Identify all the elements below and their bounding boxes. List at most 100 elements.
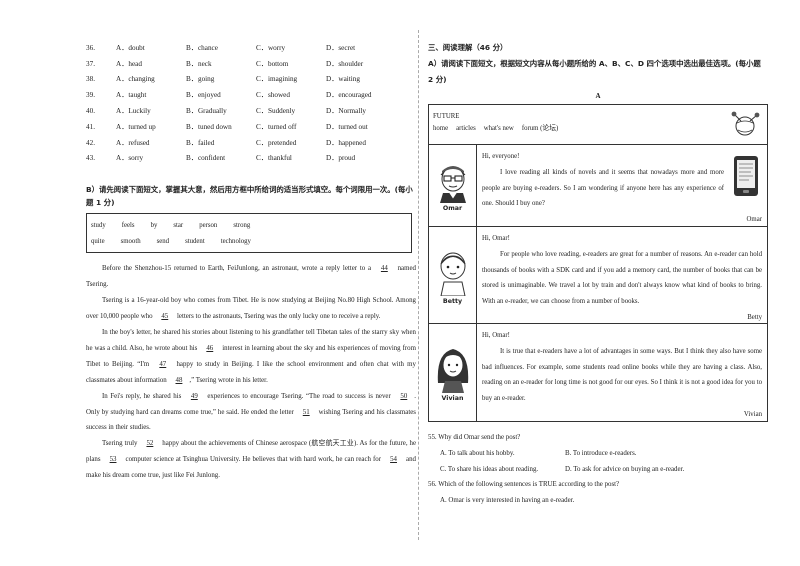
option-c[interactable]: C．turned off [256, 122, 297, 131]
answer-option[interactable]: A. Omar is very interested in having an … [440, 497, 575, 505]
option-b[interactable]: B．neck [186, 59, 212, 68]
answer-row: A. To talk about his hobby. B. To introdu… [428, 446, 768, 462]
blank-44[interactable]: 44 [380, 265, 388, 273]
post-signature: Vivian [743, 410, 762, 418]
blank-49[interactable]: 49 [190, 392, 198, 400]
option-row: 42. A．refused B．failed C．pretended D．happene… [86, 135, 416, 151]
question-number: 36. [86, 43, 95, 52]
forum-nav-link[interactable]: home [433, 125, 449, 132]
option-c[interactable]: C．bottom [256, 59, 289, 68]
option-c[interactable]: C．showed [256, 91, 290, 100]
text: In Fei's reply, he shared his [102, 392, 182, 400]
option-d[interactable]: D．waiting [326, 75, 360, 84]
option-c[interactable]: C．worry [256, 43, 286, 52]
girl-avatar-icon [439, 252, 466, 296]
option-b[interactable]: B．going [186, 75, 215, 84]
blank-54[interactable]: 54 [390, 456, 397, 464]
blank-45[interactable]: 45 [161, 313, 169, 321]
post-body: Hi, everyone! I love reading all kinds o… [477, 145, 767, 226]
post-betty: Betty Hi, Omar! For people who love read… [429, 227, 767, 324]
column-divider [418, 30, 419, 540]
option-row: 36. A．doubt B．chance C．worry D．secret [86, 40, 416, 56]
answer-row: A. Omar is very interested in having an … [428, 493, 768, 509]
globe-pins-icon [731, 111, 760, 136]
forum-nav-link[interactable]: what's new [483, 125, 514, 132]
answer-option[interactable]: B. To introduce e-readers. [565, 449, 637, 457]
question-number: 39. [86, 91, 95, 100]
option-d[interactable]: D．turned out [326, 122, 368, 131]
question-number: 42. [86, 138, 95, 147]
blank-53[interactable]: 53 [109, 456, 117, 464]
paragraph-3: In the boy's letter, he shared his stori… [86, 325, 416, 389]
post-greeting: Hi, Omar! [482, 235, 510, 242]
blank-47[interactable]: 47 [159, 360, 167, 368]
right-column: 三、阅读理解（46 分） A）请阅读下面短文，根据短文内容从每小题所给的 A、B… [428, 40, 768, 509]
option-a[interactable]: A．refused [116, 138, 150, 147]
e-reader-icon [734, 156, 758, 196]
option-c[interactable]: C．pretended [256, 138, 297, 147]
option-d[interactable]: D．Normally [326, 107, 366, 116]
option-d[interactable]: D．shoulder [326, 59, 364, 68]
option-d[interactable]: D．encouraged [326, 91, 372, 100]
option-d[interactable]: D．happened [326, 138, 366, 147]
option-a[interactable]: A．doubt [116, 43, 145, 52]
post-signature: Betty [747, 313, 762, 321]
option-b[interactable]: B．confident [186, 154, 226, 163]
blank-51[interactable]: 51 [302, 408, 310, 416]
blank-52[interactable]: 52 [146, 440, 154, 448]
forum-nav: home articles what's new forum (论坛) [433, 123, 763, 135]
answer-option[interactable]: D. To ask for advice on buying an e-read… [565, 465, 685, 473]
word-option: send [156, 237, 170, 245]
option-b[interactable]: B．Gradually [186, 107, 227, 116]
question-number: 40. [86, 107, 95, 116]
text: computer science at Tsinghua University.… [125, 456, 382, 464]
option-d[interactable]: D．secret [326, 43, 356, 52]
option-a[interactable]: A．taught [116, 91, 147, 100]
option-row: 39. A．taught B．enjoyed C．showed D．encouraged [86, 87, 416, 103]
text: Tsering is a 16-year-old boy who comes f… [86, 297, 416, 321]
forum-nav-link[interactable]: articles [456, 125, 476, 132]
blank-46[interactable]: 46 [206, 344, 214, 352]
post-text: For people who love reading, e-readers a… [482, 250, 762, 306]
option-row: 38. A．changing B．going C．imagining D．waiting [86, 72, 416, 88]
option-a[interactable]: A．changing [116, 75, 155, 84]
option-a[interactable]: A．turned up [116, 122, 156, 131]
option-b[interactable]: B．tuned down [186, 122, 232, 131]
option-a[interactable]: A．head [116, 59, 142, 68]
question-number: 38. [86, 75, 95, 84]
avatar-name: Vivian [441, 395, 464, 402]
text: Tsering truly [102, 440, 138, 448]
option-b[interactable]: B．failed [186, 138, 215, 147]
word-option: study [91, 221, 106, 229]
word-option: quite [91, 237, 105, 245]
option-c[interactable]: C．Suddenly [256, 107, 296, 116]
section-3-instruction: A）请阅读下面短文，根据短文内容从每小题所给的 A、B、C、D 四个选项中选出最… [428, 59, 761, 84]
question-stem: 55. Why did Omar send the post? [428, 434, 521, 441]
answer-option[interactable]: C. To share his ideas about reading. [440, 465, 539, 473]
option-b[interactable]: B．enjoyed [186, 91, 221, 100]
word-option: by [150, 221, 158, 229]
option-b[interactable]: B．chance [186, 43, 218, 52]
option-d[interactable]: D．proud [326, 154, 356, 163]
passage: Before the Shenzhou-15 returned to Earth… [86, 261, 416, 484]
option-c[interactable]: C．imagining [256, 75, 298, 84]
option-a[interactable]: A．sorry [116, 154, 144, 163]
avatar-name: Betty [442, 297, 463, 305]
text: experiences to encourage Tsering. “The r… [207, 392, 391, 400]
word-option: feels [121, 221, 135, 229]
answer-option[interactable]: A. To talk about his hobby. [440, 449, 515, 457]
avatar-name: Omar [442, 205, 463, 212]
option-c[interactable]: C．thankful [256, 154, 292, 163]
text: In the boy's letter, he shared his stori… [86, 329, 416, 352]
blank-50[interactable]: 50 [400, 392, 408, 400]
blank-48[interactable]: 48 [175, 376, 183, 384]
questions: 55. Why did Omar send the post? A. To tal… [428, 430, 768, 509]
forum-nav-link[interactable]: forum (论坛) [521, 125, 559, 132]
text: and make his dream come true, just like … [86, 456, 416, 480]
option-a[interactable]: A．Luckily [116, 107, 151, 116]
